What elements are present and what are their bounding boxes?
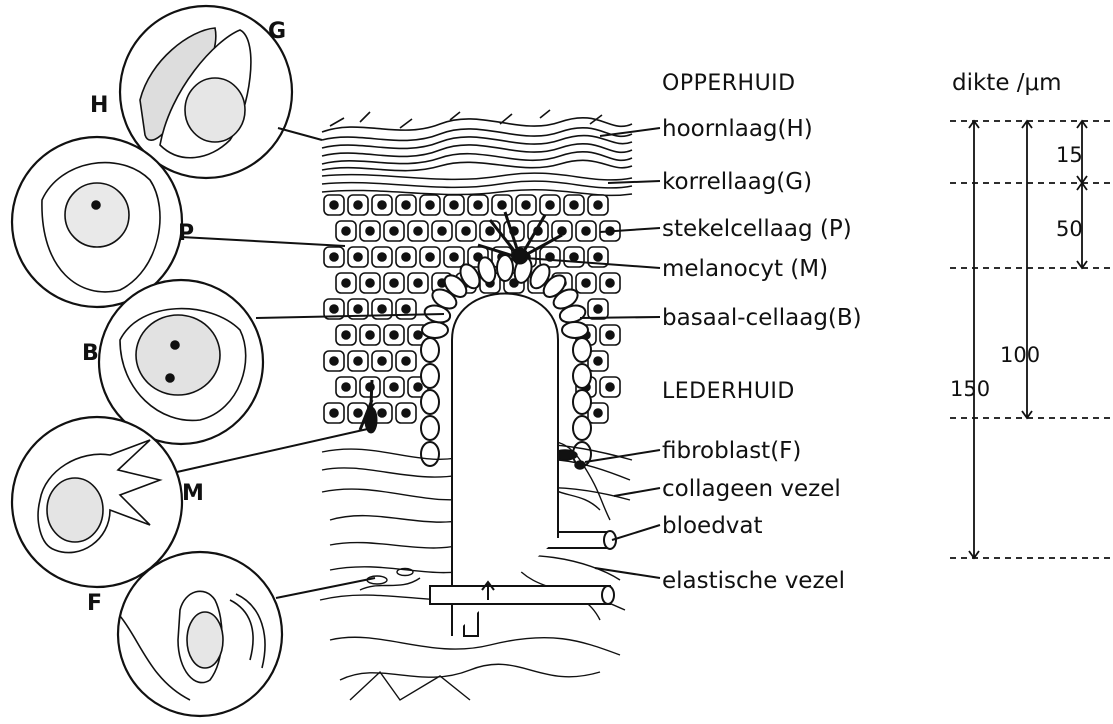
basal-cell: [422, 322, 448, 338]
label-fibroblast: fibroblast(F): [662, 438, 801, 464]
cell-nucleus: [402, 201, 410, 209]
label-elastic-fibre: elastische vezel: [662, 568, 845, 594]
thickness-scale: [950, 121, 1110, 558]
basal-cell: [421, 338, 439, 362]
basal-cell: [421, 390, 439, 414]
cell-nucleus: [402, 357, 410, 365]
basal-cell: [497, 255, 513, 281]
cell-nucleus: [378, 357, 386, 365]
cell-nucleus: [498, 201, 506, 209]
cell-nucleus: [354, 409, 362, 417]
cell-nucleus: [390, 383, 398, 391]
basal-cell: [421, 364, 439, 388]
cell-nucleus: [414, 227, 422, 235]
cell-nucleus: [570, 201, 578, 209]
cell-nucleus: [354, 305, 362, 313]
cell-nucleus: [378, 253, 386, 261]
cell-nucleus: [378, 305, 386, 313]
cell-nucleus: [330, 409, 338, 417]
value-150: 150: [950, 377, 990, 401]
letter-g: G: [268, 19, 286, 44]
cell-nucleus: [450, 201, 458, 209]
cell-nucleus: [450, 253, 458, 261]
cell-nucleus: [354, 357, 362, 365]
cell-nucleus: [426, 253, 434, 261]
cell-nucleus: [402, 305, 410, 313]
cell-nucleus: [390, 279, 398, 287]
basal-cell: [573, 390, 591, 414]
cell-nucleus: [366, 331, 374, 339]
basal-cell: [573, 338, 591, 362]
value-15: 15: [1056, 143, 1083, 167]
cell-nucleus: [414, 383, 422, 391]
letter-f: F: [87, 591, 102, 616]
value-100: 100: [1000, 343, 1040, 367]
cell-nucleus: [378, 201, 386, 209]
cell-nucleus: [426, 201, 434, 209]
header-epidermis: OPPERHUID: [662, 71, 796, 96]
label-horny-layer: hoornlaag(H): [662, 116, 813, 142]
cell-nucleus: [342, 279, 350, 287]
label-basal-layer: basaal-cellaag(B): [662, 305, 862, 331]
cell-nucleus: [558, 227, 566, 235]
cell-nucleus: [330, 201, 338, 209]
letter-p: P: [178, 221, 194, 246]
cell-nucleus: [582, 227, 590, 235]
letter-b: B: [82, 341, 99, 366]
granular-layer: [322, 173, 632, 195]
basal-cell: [573, 364, 591, 388]
cell-nucleus: [594, 253, 602, 261]
cell-nucleus: [486, 227, 494, 235]
cell-nucleus: [546, 201, 554, 209]
cell-nucleus: [366, 279, 374, 287]
cell-nucleus: [330, 357, 338, 365]
cell-nucleus: [354, 201, 362, 209]
cell-nucleus: [402, 409, 410, 417]
cell-nucleus: [606, 383, 614, 391]
cell-nucleus: [462, 227, 470, 235]
label-melanocyte: melanocyt (M): [662, 256, 828, 282]
label-collagen-fibre: collageen vezel: [662, 476, 841, 502]
cell-nucleus: [474, 201, 482, 209]
letter-h: H: [90, 93, 108, 118]
cell-nucleus: [390, 331, 398, 339]
header-dermis: LEDERHUID: [662, 379, 795, 404]
cell-nucleus: [582, 279, 590, 287]
cell-nucleus: [330, 253, 338, 261]
cell-nucleus: [390, 227, 398, 235]
cell-nucleus: [402, 253, 410, 261]
skin-section: [320, 110, 632, 700]
cell-nucleus: [354, 253, 362, 261]
cell-nucleus: [522, 201, 530, 209]
cell-nucleus: [570, 253, 578, 261]
cell-nucleus: [342, 227, 350, 235]
cell-nucleus: [342, 383, 350, 391]
label-spinous-layer: stekelcellaag (P): [662, 216, 852, 242]
cell-nucleus: [438, 227, 446, 235]
cell-nucleus: [606, 331, 614, 339]
cell-nucleus: [366, 227, 374, 235]
cell-nucleus: [606, 279, 614, 287]
basal-cell: [421, 416, 439, 440]
basal-cell: [562, 322, 588, 338]
basal-cell: [573, 416, 591, 440]
cell-nucleus: [330, 305, 338, 313]
cell-nucleus: [414, 279, 422, 287]
cell-nucleus: [414, 331, 422, 339]
horny-layer: [322, 110, 632, 171]
basal-cell: [421, 442, 439, 466]
label-granular-layer: korrellaag(G): [662, 169, 812, 195]
label-blood-vessel: bloedvat: [662, 513, 763, 539]
cell-nucleus: [594, 201, 602, 209]
cell-nucleus: [594, 409, 602, 417]
letter-m: M: [182, 481, 204, 506]
cell-nucleus: [594, 357, 602, 365]
header-thickness: dikte /μm: [952, 70, 1062, 96]
value-50: 50: [1056, 217, 1083, 241]
cell-nucleus: [594, 305, 602, 313]
cell-nucleus: [378, 409, 386, 417]
cell-nucleus: [342, 331, 350, 339]
